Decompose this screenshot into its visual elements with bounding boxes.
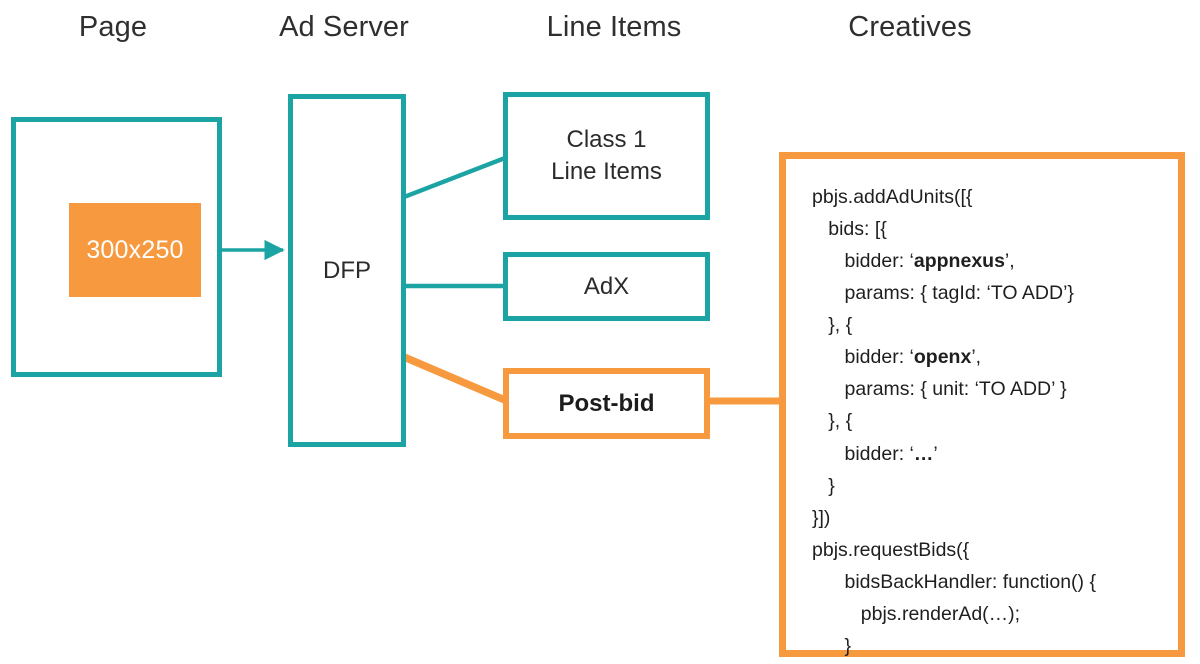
code-line-text: } (812, 634, 852, 657)
column-header-ad-server: Ad Server (279, 11, 409, 43)
code-line: bidder: ‘…’ (812, 438, 1172, 470)
code-line-text-tail: ’, (1004, 250, 1015, 273)
code-line-text: bidder: ‘ (812, 442, 914, 465)
code-line-emphasis: openx (913, 346, 972, 369)
code-line-text-tail: ’, (971, 346, 982, 369)
creative-code-lines: pbjs.addAdUnits([{ bids: [{ bidder: ‘app… (812, 181, 1172, 664)
code-line-text: params: { unit: ‘TO ADD’ } (812, 378, 1067, 401)
code-line: pbjs.renderAd(…); (812, 598, 1172, 630)
code-line-text: bidder: ‘ (812, 346, 914, 369)
line-item-class1-label: Class 1 Line Items (551, 124, 662, 187)
code-line-text: pbjs.renderAd(…); (812, 602, 1021, 625)
column-header-page: Page (78, 11, 148, 43)
line-item-class1-label-line2: Line Items (551, 158, 662, 185)
code-line: pbjs.addAdUnits([{ (812, 181, 1172, 213)
ad-server-dfp-label: DFP (323, 256, 371, 284)
code-line-text: }, { (812, 410, 853, 433)
line-item-adx-label: AdX (583, 272, 630, 300)
code-line: }, { (812, 309, 1172, 341)
line-item-class1-label-line1: Class 1 (566, 126, 647, 154)
code-line: pbjs.requestBids({ (812, 534, 1172, 566)
line-item-postbid-box[interactable]: Post-bid (503, 368, 710, 439)
code-line-text-tail: ’ (933, 442, 938, 465)
connector-dfp-to-class1 (401, 155, 508, 200)
code-line: params: { unit: ‘TO ADD’ } (812, 373, 1172, 405)
code-line-emphasis: appnexus (913, 250, 1005, 273)
code-line-text: } (812, 474, 835, 497)
line-item-class1-box[interactable]: Class 1 Line Items (503, 92, 710, 220)
creative-code-panel[interactable]: pbjs.addAdUnits([{ bids: [{ bidder: ‘app… (779, 152, 1185, 657)
code-line: }]) (812, 502, 1172, 534)
column-header-creatives: Creatives (848, 11, 972, 43)
code-line: bidsBackHandler: function() { (812, 566, 1172, 598)
code-line-text: pbjs.addAdUnits([{ (812, 186, 973, 208)
ad-unit-300x250-box[interactable]: 300x250 (69, 203, 201, 297)
code-line: bidder: ‘appnexus’, (812, 245, 1172, 277)
code-line-text: bidder: ‘ (812, 250, 914, 273)
code-line-emphasis: … (913, 442, 934, 465)
line-item-postbid-label: Post-bid (558, 389, 655, 417)
code-line-text: bidsBackHandler: function() { (812, 570, 1096, 593)
connector-dfp-to-postbid (399, 352, 512, 406)
code-line-text: params: { tagId: ‘TO ADD’} (812, 282, 1074, 305)
line-item-adx-box[interactable]: AdX (503, 252, 710, 321)
code-line: }, { (812, 405, 1172, 437)
code-line: bidder: ‘openx’, (812, 341, 1172, 373)
code-line: params: { tagId: ‘TO ADD’} (812, 277, 1172, 309)
ad-unit-label: 300x250 (86, 235, 184, 264)
code-line: } (812, 470, 1172, 502)
code-line: bids: [{ (812, 213, 1172, 245)
code-line: } (812, 630, 1172, 662)
code-line-text: }]) (812, 506, 831, 529)
ad-server-dfp-box[interactable]: DFP (288, 94, 406, 447)
column-header-line-items: Line Items (546, 11, 682, 43)
code-line-text: pbjs.requestBids({ (812, 538, 970, 561)
code-line-text: bids: [{ (812, 218, 887, 241)
code-line-text: }, { (812, 314, 853, 337)
